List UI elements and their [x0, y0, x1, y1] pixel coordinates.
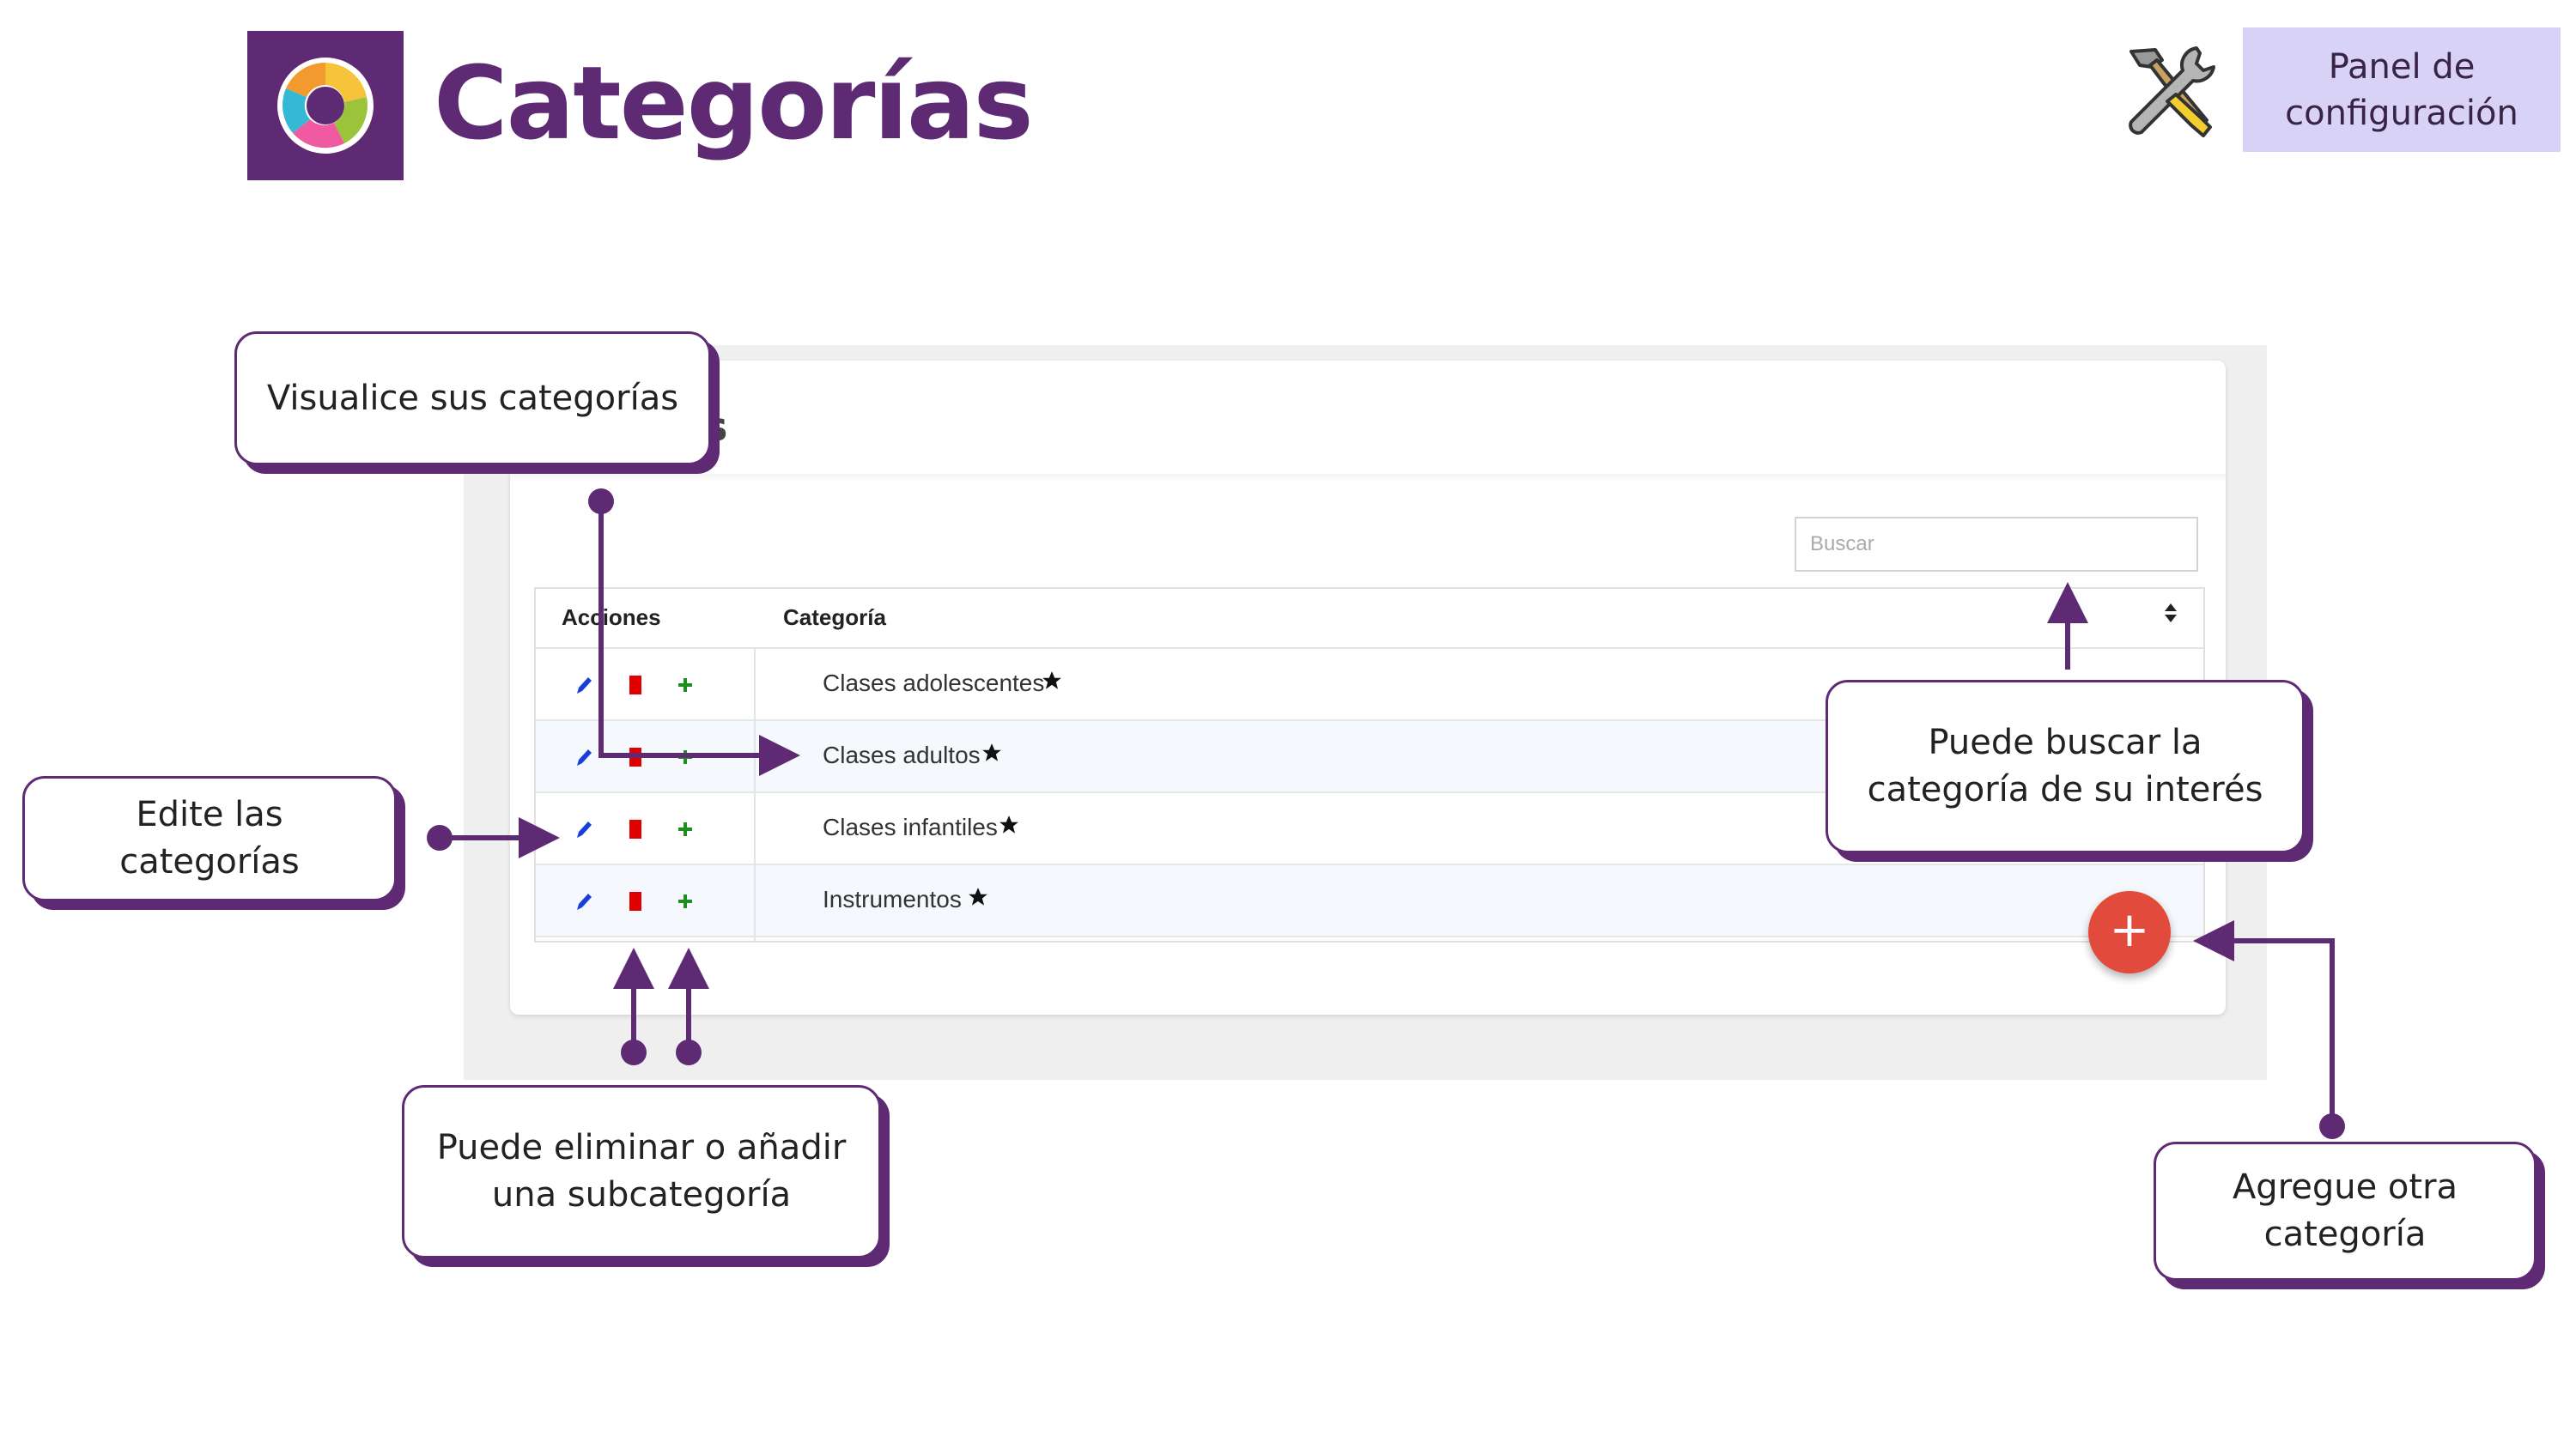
callout-edit-text-2: categorías — [119, 842, 300, 882]
pencil-icon[interactable] — [574, 673, 594, 697]
callout-add-category: Agregue otra categoría — [2154, 1142, 2537, 1281]
callout-search-text-1: Puede buscar la — [1928, 723, 2202, 762]
plus-icon[interactable] — [675, 817, 696, 841]
callout-delete-text-2: una subcategoría — [491, 1175, 792, 1215]
sort-icon[interactable] — [2162, 601, 2179, 625]
column-header-actions: Acciones — [562, 604, 661, 630]
category-name[interactable]: Clases adultos — [823, 742, 981, 768]
plus-icon[interactable] — [675, 889, 696, 913]
callout-view-categories: Visualice sus categorías — [234, 331, 711, 465]
category-name[interactable]: Instrumentos — [823, 886, 962, 912]
callout-search-text-2: categoría de su interés — [1867, 770, 2263, 809]
callout-add-text-1: Agregue otra — [2232, 1167, 2458, 1207]
callout-edit-categories: Edite las categorías — [22, 776, 397, 901]
panel-config-button[interactable]: Panel de configuración — [2243, 27, 2561, 152]
star-icon[interactable] — [981, 742, 1003, 764]
callout-search-category: Puede buscar la categoría de su interés — [1826, 680, 2305, 853]
category-name[interactable]: Clases infantiles — [823, 814, 998, 840]
table-row — [536, 793, 2203, 865]
pencil-icon[interactable] — [574, 745, 594, 769]
star-icon[interactable] — [1041, 670, 1063, 692]
trash-icon[interactable] — [625, 673, 646, 697]
column-separator — [754, 649, 756, 941]
pencil-icon[interactable] — [574, 817, 594, 841]
panel-config-label-1: Panel de — [2328, 46, 2476, 87]
card-header-divider — [510, 474, 2226, 482]
callout-edit-text-1: Edite las — [136, 795, 283, 834]
app-logo — [247, 31, 404, 180]
add-category-button[interactable]: + — [2088, 891, 2171, 973]
table-row — [536, 865, 2203, 937]
callout-view-text: Visualice sus categorías — [266, 378, 679, 418]
page-title: Categorías — [434, 44, 1034, 162]
callout-delete-text-1: Puede eliminar o añadir — [436, 1128, 847, 1167]
app-logo-icon — [277, 58, 374, 154]
callout-add-text-2: categoría — [2263, 1215, 2427, 1254]
search-input[interactable]: Buscar — [1795, 517, 2198, 572]
column-header-category[interactable]: Categoría — [783, 604, 886, 630]
panel-config-label-2: configuración — [2285, 93, 2518, 133]
trash-icon[interactable] — [625, 817, 646, 841]
table-row — [536, 649, 2203, 721]
plus-icon[interactable] — [675, 673, 696, 697]
star-icon[interactable] — [967, 886, 989, 908]
tools-icon — [2129, 46, 2215, 137]
pencil-icon[interactable] — [574, 889, 594, 913]
category-name[interactable]: Clases adolescentes — [823, 670, 1045, 696]
star-icon[interactable] — [998, 814, 1020, 836]
trash-icon[interactable] — [625, 889, 646, 913]
callout-delete-add-subcategory: Puede eliminar o añadir una subcategoría — [402, 1085, 881, 1258]
table-header-row — [536, 589, 2203, 649]
